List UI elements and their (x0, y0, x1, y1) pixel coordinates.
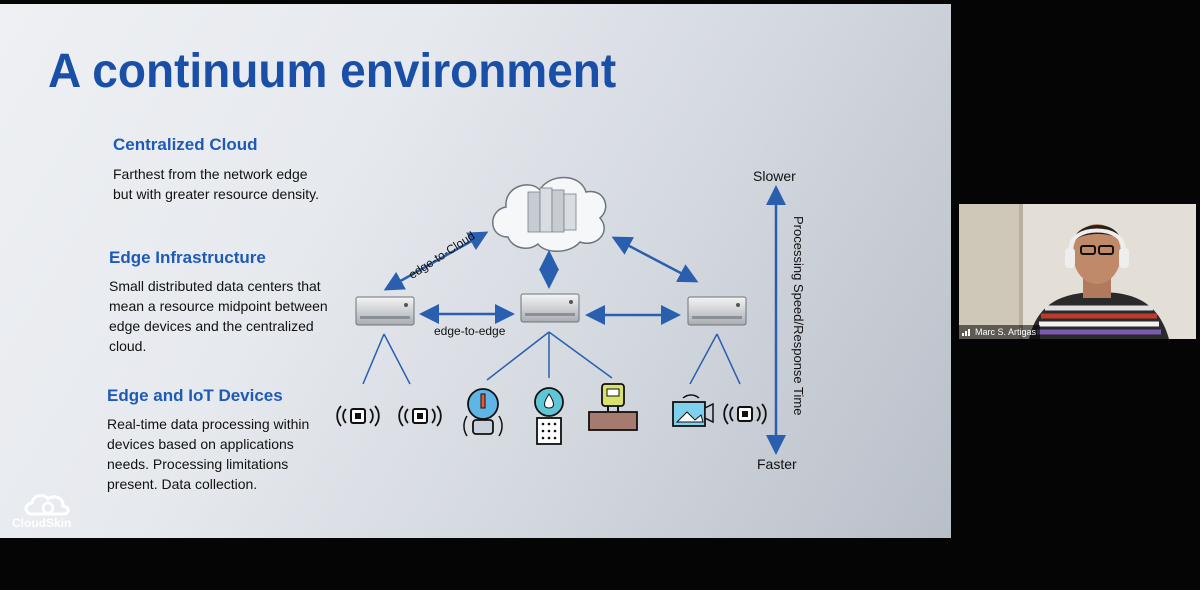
humidity-sensor-icon (534, 387, 564, 445)
edge-to-cloud-arrow (383, 231, 489, 291)
cloudskin-logo-icon (24, 494, 70, 516)
text-line: cloud. (109, 338, 147, 354)
wireless-sensor-icon (336, 405, 380, 427)
centralized-cloud-heading: Centralized Cloud (113, 135, 258, 154)
presentation-slide: A continuum environment Centralized Clou… (0, 4, 951, 538)
continuum-diagram (336, 176, 786, 455)
text-line: but with greater resource density. (113, 186, 319, 202)
text-line: Real-time data processing within (107, 416, 310, 432)
participant-name: Marc S. Artigas (975, 327, 1037, 337)
cloudskin-logo-text: CloudSkin (12, 516, 72, 530)
text-line: Farthest from the network edge (113, 166, 308, 182)
text-line: present. Data collection. (107, 476, 258, 492)
soil-sensor-icon (588, 383, 638, 431)
camera-sensor-icon (672, 394, 714, 427)
text-line: Small distributed data centers that (109, 278, 321, 294)
axis-slower-label: Slower (753, 168, 796, 184)
cloud-datacenter-icon (492, 176, 607, 252)
participant-video-tile[interactable]: Marc S. Artigas (959, 204, 1196, 339)
centralized-cloud-text: Farthest from the network edge but with … (113, 164, 319, 204)
signal-strength-icon (962, 329, 970, 336)
edge-server-right-icon (687, 296, 747, 326)
iot-devices-heading: Edge and IoT Devices (107, 386, 283, 405)
axis-faster-label: Faster (757, 456, 797, 472)
text-line: edge devices and the centralized (109, 318, 314, 334)
text-line: needs. Processing limitations (107, 456, 289, 472)
temperature-sensor-icon (463, 388, 503, 437)
edge-infrastructure-text: Small distributed data centers that mean… (109, 276, 328, 356)
participant-video-feed (959, 204, 1196, 339)
text-line: devices based on applications (107, 436, 294, 452)
edge-to-edge-label: edge-to-edge (434, 324, 506, 338)
edge-server-left-icon (355, 296, 415, 326)
participant-name-tag: Marc S. Artigas (959, 325, 1041, 339)
right-to-cloud-arrow (611, 236, 699, 283)
edge-infrastructure-heading: Edge Infrastructure (109, 248, 266, 267)
axis-title: Processing Speed/Response Time (791, 216, 806, 416)
text-line: mean a resource midpoint between (109, 298, 328, 314)
wireless-sensor-icon (398, 405, 442, 427)
wireless-sensor-icon (723, 403, 767, 425)
slide-title: A continuum environment (48, 43, 617, 98)
edge-server-center-icon (520, 293, 580, 323)
iot-devices-text: Real-time data processing within devices… (107, 414, 309, 494)
